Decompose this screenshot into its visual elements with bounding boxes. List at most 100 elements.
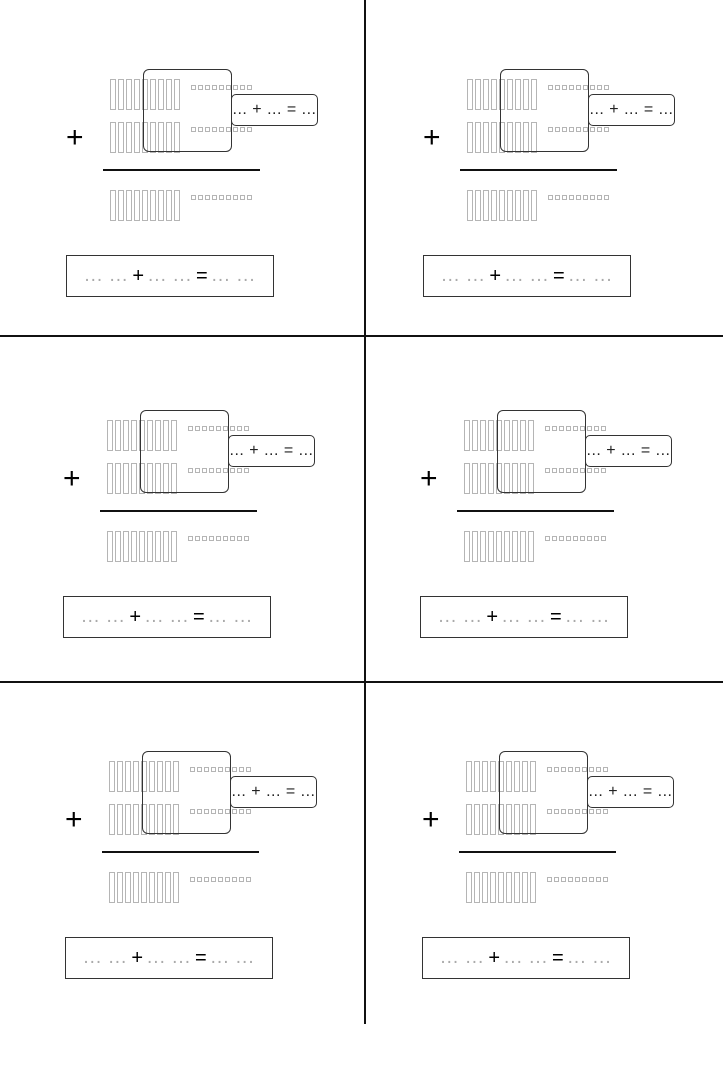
tens-rod [139, 531, 145, 562]
tens-rod [163, 531, 169, 562]
sum-line [457, 510, 614, 512]
tens-rod [110, 79, 116, 110]
tens-rod [109, 804, 115, 835]
grouping-box [497, 410, 586, 493]
unit-cube [603, 809, 608, 814]
tens-rod [123, 463, 129, 494]
tens-rod [483, 122, 489, 153]
tens-rod [480, 531, 486, 562]
unit-cube [562, 195, 567, 200]
unit-cube [190, 877, 195, 882]
plus-sign: + [423, 121, 441, 154]
tens-rod [475, 79, 481, 110]
unit-cube [597, 127, 602, 132]
answer-blank-1: ... ... [83, 947, 128, 968]
tens-rod [107, 420, 113, 451]
unit-cube [219, 195, 224, 200]
unit-cubes-result [548, 195, 609, 200]
tens-rods-top [110, 79, 180, 110]
unit-cubes-result [190, 877, 251, 882]
unit-cubes-top [191, 85, 252, 90]
unit-cube [218, 767, 223, 772]
tens-rod [131, 420, 137, 451]
answer-box: ... ... + ... ... = ... ... [63, 596, 271, 638]
units-sum-box: ... + ... = ... [588, 94, 675, 126]
tens-rods-result [466, 872, 536, 903]
answer-equals: = [549, 605, 562, 628]
tens-rod [464, 531, 470, 562]
sum-line [460, 169, 617, 171]
tens-rod [163, 420, 169, 451]
unit-cube [223, 426, 228, 431]
unit-cube [223, 536, 228, 541]
tens-rod [472, 531, 478, 562]
answer-blank-1: ... ... [81, 606, 126, 627]
unit-cube [211, 767, 216, 772]
tens-rods-middle [107, 463, 177, 494]
unit-cube [218, 877, 223, 882]
tens-rod [466, 872, 472, 903]
unit-cube [197, 877, 202, 882]
tens-rods-top [467, 79, 537, 110]
tens-rod [499, 122, 505, 153]
tens-rod [515, 122, 521, 153]
tens-rod [134, 79, 140, 110]
answer-blank-2: ... ... [502, 606, 546, 627]
tens-rod [482, 804, 488, 835]
tens-rods-top [107, 420, 177, 451]
unit-cube [225, 767, 230, 772]
tens-rod [491, 79, 497, 110]
answer-blank-2: ... ... [148, 265, 192, 286]
tens-rod [474, 804, 480, 835]
tens-rod [474, 872, 480, 903]
unit-cube [195, 536, 200, 541]
tens-rod [466, 804, 472, 835]
tens-rod [166, 122, 172, 153]
answer-blank-2: ... ... [505, 265, 549, 286]
tens-rod [515, 79, 521, 110]
unit-cubes-result [547, 877, 608, 882]
unit-cube [545, 536, 550, 541]
unit-cube [559, 426, 564, 431]
tens-rod [475, 122, 481, 153]
unit-cube [568, 767, 573, 772]
answer-box: ... ... + ... ... = ... ... [423, 255, 631, 297]
answer-blank-1: ... ... [84, 265, 129, 286]
unit-cube [576, 195, 581, 200]
answer-blank-3: ... ... [567, 947, 612, 968]
unit-cube [555, 85, 560, 90]
unit-cube [555, 127, 560, 132]
unit-cube [547, 877, 552, 882]
unit-cube [216, 426, 221, 431]
tens-rod [483, 79, 489, 110]
unit-cube [190, 767, 195, 772]
unit-cube [232, 809, 237, 814]
unit-cube [561, 877, 566, 882]
unit-cube [568, 809, 573, 814]
unit-cube [237, 426, 242, 431]
unit-cube [226, 195, 231, 200]
tens-rod [520, 463, 526, 494]
unit-cube [601, 426, 606, 431]
tens-rod [147, 420, 153, 451]
unit-cube [568, 877, 573, 882]
tens-rod [514, 872, 520, 903]
unit-cube [596, 767, 601, 772]
unit-cube [244, 468, 249, 473]
tens-rod [507, 79, 513, 110]
unit-cube [566, 536, 571, 541]
unit-cube [212, 85, 217, 90]
grouping-box [140, 410, 229, 493]
tens-rod [528, 531, 534, 562]
unit-cube [244, 536, 249, 541]
tens-rod [147, 531, 153, 562]
tens-rod [110, 122, 116, 153]
unit-cube [559, 468, 564, 473]
tens-rod [133, 761, 139, 792]
unit-cube [244, 426, 249, 431]
tens-rod [523, 190, 529, 221]
unit-cube [233, 195, 238, 200]
tens-rod [504, 531, 510, 562]
unit-cubes-top [188, 426, 249, 431]
tens-rod [149, 761, 155, 792]
